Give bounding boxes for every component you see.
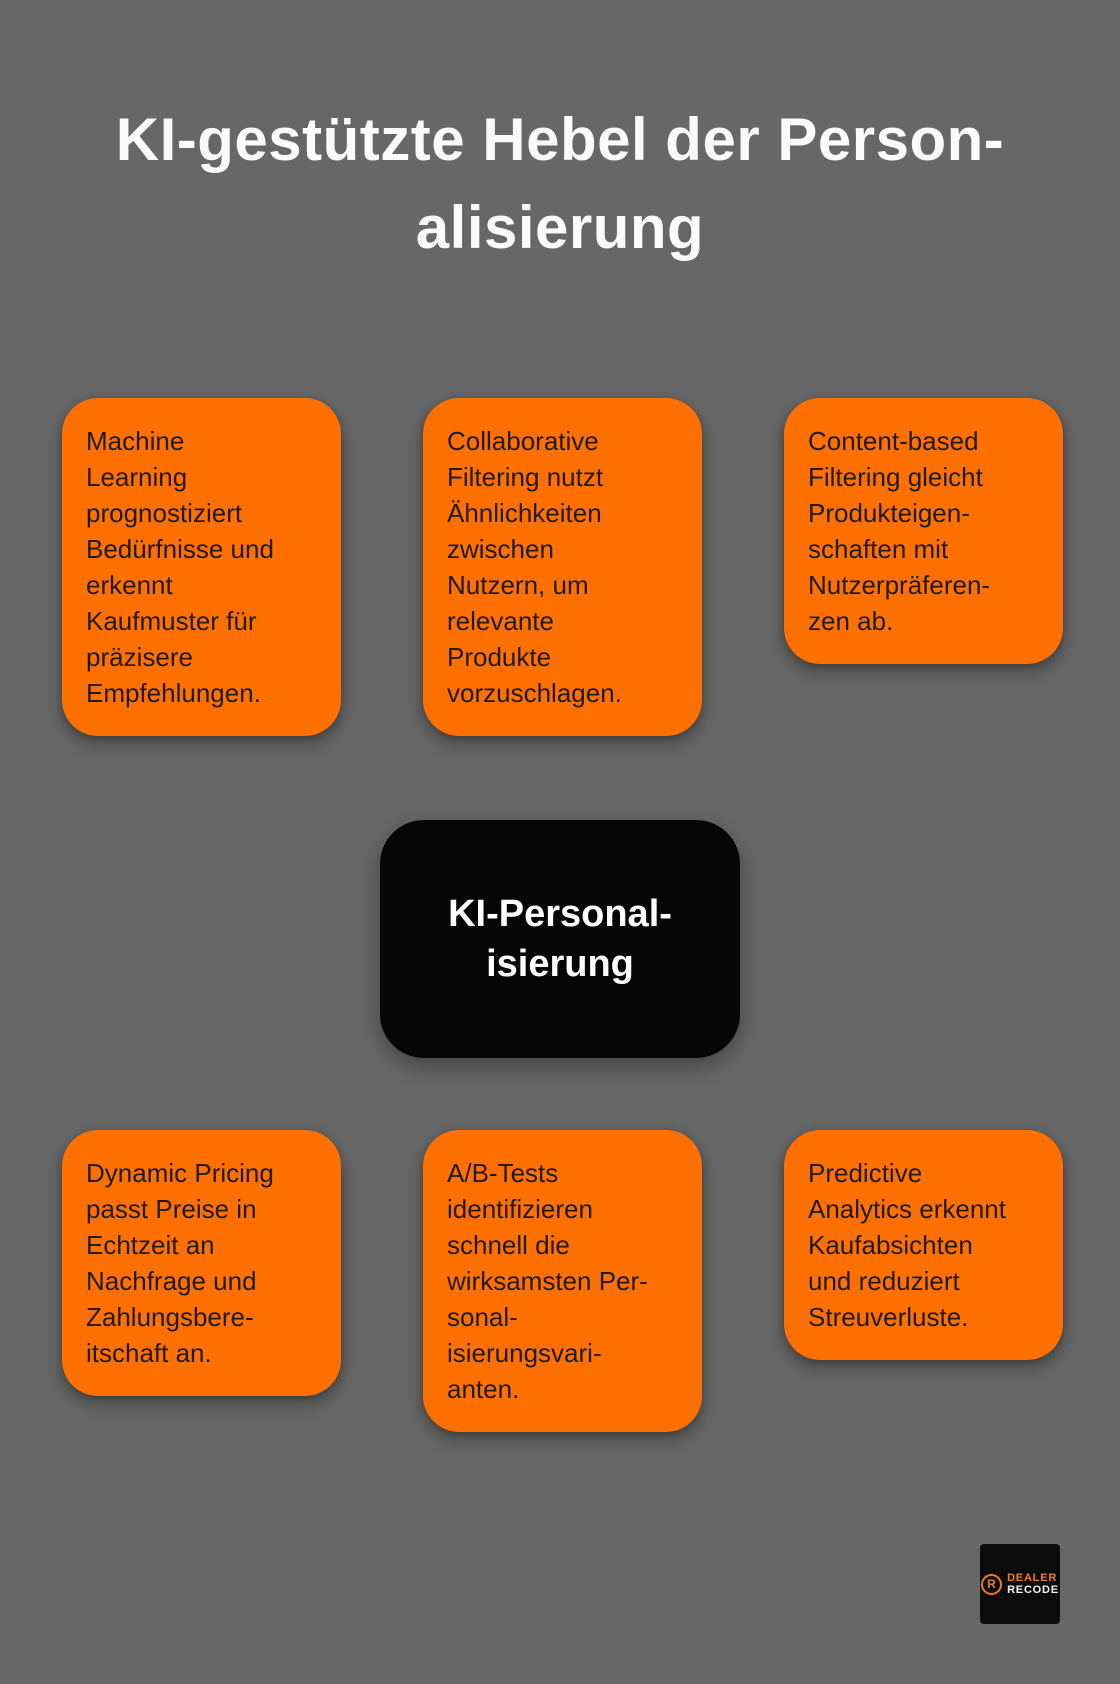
- card-collaborative-filtering: Collaborative Filtering nutzt Ähnlichkei…: [423, 398, 702, 736]
- card-predictive-analytics: Predictive Analytics erkennt Kaufabsicht…: [784, 1130, 1063, 1360]
- logo-word-dealer: DEALER: [1007, 1572, 1058, 1584]
- logo-wordmark: DEALER RECODE: [1007, 1572, 1059, 1596]
- card-content-based-filtering: Content-based Filtering gleicht Produkte…: [784, 398, 1063, 664]
- card-machine-learning: Machine Learning prognostiziert Bedürfni…: [62, 398, 341, 736]
- recode-r-icon: R: [981, 1573, 1003, 1595]
- dealer-recode-logo: R DEALER RECODE: [980, 1544, 1060, 1624]
- logo-word-recode: RECODE: [1007, 1584, 1059, 1596]
- card-ab-tests: A/B-Tests identifizieren schnell die wir…: [423, 1130, 702, 1432]
- page-title: KI-gestützte Hebel der Person- alisierun…: [115, 106, 1005, 261]
- card-dynamic-pricing: Dynamic Pricing passt Preise in Echtzeit…: [62, 1130, 341, 1396]
- center-node-ki-personalisierung: KI-Personal- isierung: [380, 820, 740, 1058]
